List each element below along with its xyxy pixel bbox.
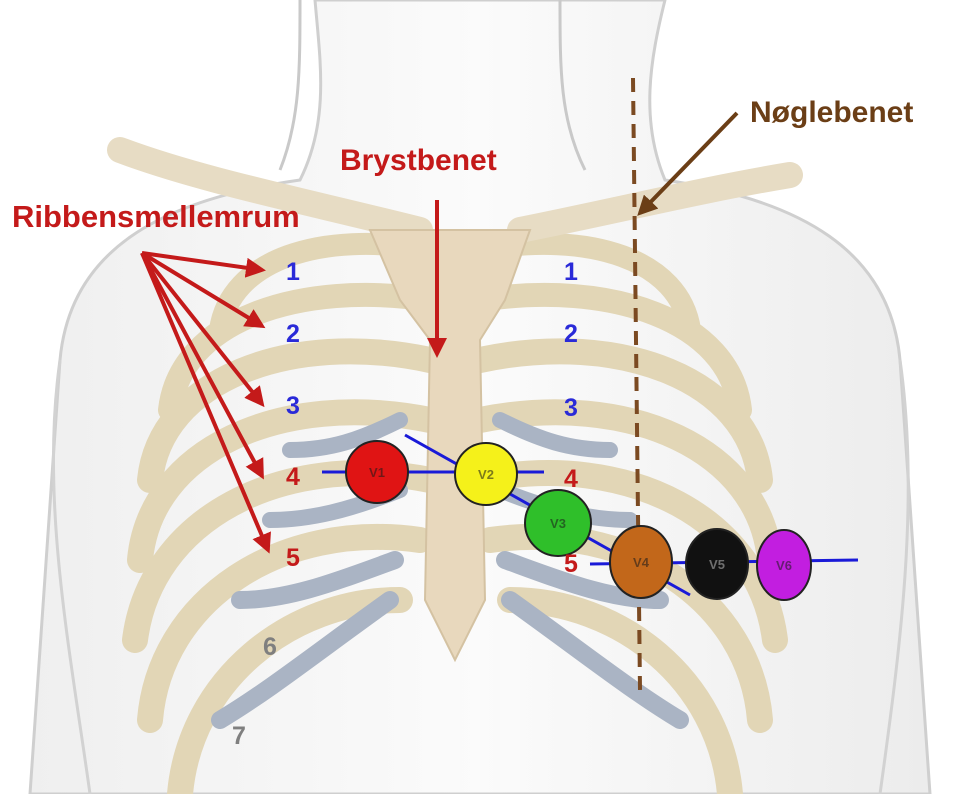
rib-number-left-2: 2 <box>286 320 300 348</box>
rib-number-right-2: 2 <box>564 320 578 348</box>
rib-number-left-6: 6 <box>263 633 277 661</box>
electrode-v5: V5 <box>686 529 748 599</box>
electrode-v1-label: V1 <box>369 465 385 480</box>
rib-number-left-3: 3 <box>286 392 300 420</box>
clavicle-label: Nøglebenet <box>750 96 913 129</box>
rib-number-right-5: 5 <box>564 550 578 578</box>
electrode-v4: V4 <box>610 526 672 598</box>
rib-number-right-3: 3 <box>564 394 578 422</box>
electrode-v2-label: V2 <box>478 467 494 482</box>
electrode-v2: V2 <box>455 443 517 505</box>
rib-number-left-4: 4 <box>286 463 300 491</box>
rib-number-left-1: 1 <box>286 258 300 286</box>
rib-number-right-4: 4 <box>564 465 578 493</box>
electrode-v1: V1 <box>346 441 408 503</box>
rib-number-left-7: 7 <box>232 722 246 750</box>
electrode-v3: V3 <box>525 490 591 556</box>
electrode-v6-label: V6 <box>776 558 792 573</box>
rib-number-left-5: 5 <box>286 544 300 572</box>
rib-number-right-1: 1 <box>564 258 578 286</box>
electrode-v5-label: V5 <box>709 557 725 572</box>
electrode-v4-label: V4 <box>633 555 650 570</box>
intercostal-label: Ribbensmellemrum <box>12 199 300 234</box>
electrode-v6: V6 <box>757 530 811 600</box>
electrode-v3-label: V3 <box>550 516 566 531</box>
sternum-label: Brystbenet <box>340 144 497 177</box>
